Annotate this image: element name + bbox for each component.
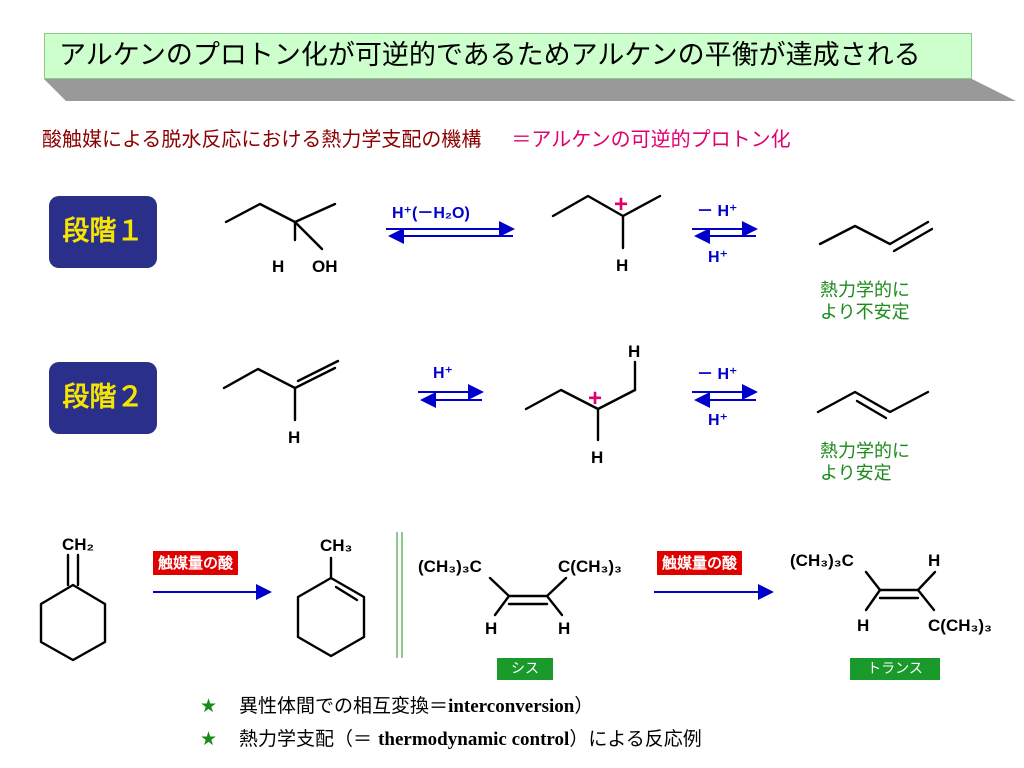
slide-title: アルケンのプロトン化が可逆的であるためアルケンの平衡が達成される [44, 33, 972, 79]
reagent-minus-h-plus-1: － H⁺ [697, 203, 737, 220]
cation-plus-2: + [588, 385, 602, 412]
reagent-h-plus-water: H⁺(－H₂O) [392, 205, 470, 222]
bullet-thermodynamic-control: ★熱力学支配（＝ thermodynamic control）による反応例 [200, 728, 702, 750]
butanol-h-label: H [272, 257, 284, 276]
trans-tag: トランス [850, 658, 940, 680]
note-less-stable: 熱力学的に より不安定 [820, 280, 910, 323]
reagent-h-plus-3: H⁺ [708, 412, 728, 429]
trans-alkene: (CH₃)₃C H H C(CH₃)₃ [790, 551, 992, 635]
butene-h-label: H [288, 428, 300, 447]
subtitle: 酸触媒による脱水反応における熱力学支配の機構 ＝アルケンの可逆的プロトン化 [42, 123, 791, 152]
star-icon: ★ [200, 695, 218, 717]
subtitle-main: 酸触媒による脱水反応における熱力学支配の機構 [42, 127, 482, 151]
trans-tbu-right: C(CH₃)₃ [928, 616, 992, 635]
cis-alkene: (CH₃)₃C C(CH₃)₃ H H [418, 557, 622, 638]
bullet-list: ★異性体間での相互変換＝interconversion） ★熱力学支配（＝ th… [200, 690, 702, 756]
trans-tbu-left: (CH₃)₃C [790, 551, 854, 570]
butyl-cation-1: + H [551, 191, 662, 275]
stage-1-badge: 段階１ [49, 196, 157, 268]
title-shadow-bar [44, 79, 1016, 101]
ch2-label: CH₂ [62, 535, 94, 554]
1-butene-with-h: H [222, 359, 340, 447]
catalytic-acid-tag-1: 触媒量の酸 [153, 551, 239, 575]
subtitle-highlight: ＝アルケンの可逆的プロトン化 [511, 127, 791, 151]
butanol-molecule: H OH [224, 202, 338, 276]
cis-tbu-left: (CH₃)₃C [418, 557, 482, 576]
cis-tag: シス [497, 658, 553, 680]
equilibrium-arrows-4: － H⁺ H⁺ [692, 366, 758, 429]
equilibrium-arrows-1: H⁺(－H₂O) [386, 205, 515, 244]
cis-h-right: H [558, 619, 570, 638]
cis-tbu-right: C(CH₃)₃ [558, 557, 622, 576]
ch3-label: CH₃ [320, 536, 352, 555]
methylcyclohexene: CH₃ [296, 536, 366, 658]
1-butene-molecule [818, 220, 934, 253]
cation-plus-1: + [614, 191, 628, 218]
equilibrium-arrows-3: H⁺ [418, 365, 484, 408]
cis-h-left: H [485, 619, 497, 638]
star-icon: ★ [200, 728, 218, 750]
stage-2-badge: 段階２ [49, 362, 157, 434]
butanol-oh-label: OH [312, 257, 338, 276]
cation-2-bottom-h-label: H [591, 448, 603, 467]
trans-h-top: H [928, 551, 940, 570]
cation-2-top-h-label: H [628, 342, 640, 361]
cation-1-h-label: H [616, 256, 628, 275]
methylenecyclohexane: CH₂ [39, 535, 107, 662]
trans-h-bottom: H [857, 616, 869, 635]
butyl-cation-2: + H H [524, 342, 640, 467]
note-more-stable: 熱力学的に より安定 [820, 441, 910, 484]
equilibrium-arrows-2: － H⁺ H⁺ [692, 203, 758, 266]
catalytic-acid-tag-2: 触媒量の酸 [657, 551, 743, 575]
reagent-h-plus-2: H⁺ [433, 365, 453, 382]
reagent-h-plus-1: H⁺ [708, 249, 728, 266]
reagent-minus-h-plus-2: － H⁺ [697, 366, 737, 383]
2-butene-molecule [816, 390, 930, 420]
bullet-interconversion: ★異性体間での相互変換＝interconversion） [200, 695, 594, 717]
